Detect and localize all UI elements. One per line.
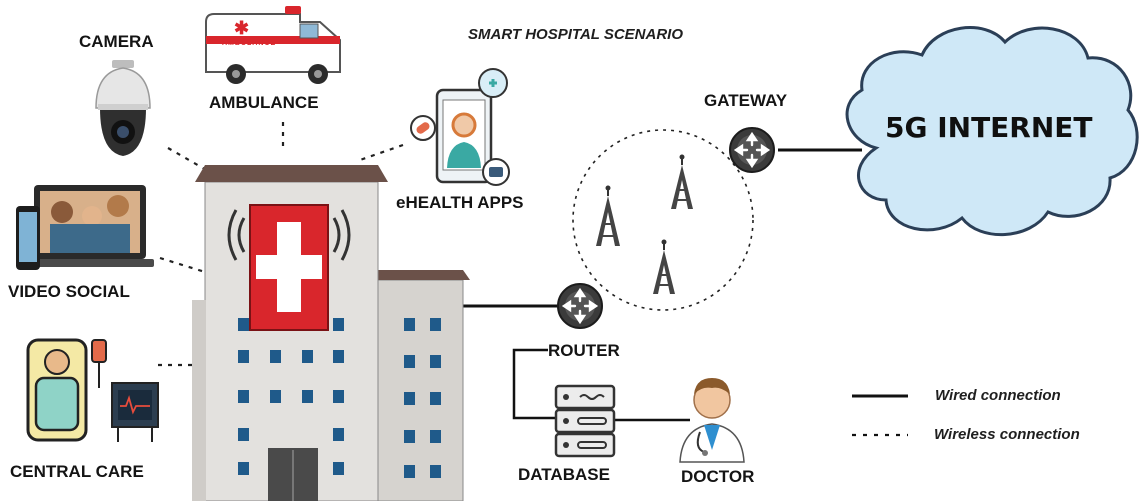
wireless-coverage-circle [572, 129, 754, 311]
legend-wireless-label: Wireless connection [934, 426, 1080, 443]
hospital-building-icon [192, 165, 470, 501]
camera-icon [95, 60, 151, 156]
video-social-label: VIDEO SOCIAL [8, 282, 130, 301]
ambulance-label: AMBULANCE [209, 93, 319, 112]
router-label: ROUTER [548, 341, 620, 360]
connections [158, 122, 862, 422]
gateway-label: GATEWAY [704, 91, 788, 110]
wireless-link-ehealth [359, 143, 404, 162]
legend [852, 394, 908, 437]
internet-label: 5G INTERNET [885, 111, 1093, 144]
camera-label: CAMERA [79, 32, 154, 51]
wired-link-router-database [512, 348, 556, 420]
laptop-icon [16, 185, 154, 270]
doctor-label: DOCTOR [681, 467, 755, 486]
svg-text:✱: ✱ [234, 18, 249, 38]
wireless-link-video [159, 256, 206, 274]
tower-icon [596, 185, 620, 246]
ambulance-sign-text: AMBULANCE [222, 40, 277, 47]
tower-icon [671, 154, 693, 209]
router-icon [557, 283, 603, 329]
cloud-icon [845, 26, 1139, 237]
diagram-title: SMART HOSPITAL SCENARIO [468, 26, 684, 43]
central-care-label: CENTRAL CARE [10, 462, 144, 481]
database-label: DATABASE [518, 465, 610, 484]
database-icon [554, 384, 616, 458]
phone-app-icon [410, 68, 510, 186]
gateway-icon [729, 127, 775, 173]
legend-wired-label: Wired connection [935, 387, 1061, 404]
tower-icon [653, 239, 675, 294]
patient-bed-icon [26, 338, 159, 442]
ambulance-icon: ✱ [205, 6, 341, 84]
ehealth-apps-label: eHEALTH APPS [396, 193, 524, 212]
doctor-icon [679, 378, 745, 463]
